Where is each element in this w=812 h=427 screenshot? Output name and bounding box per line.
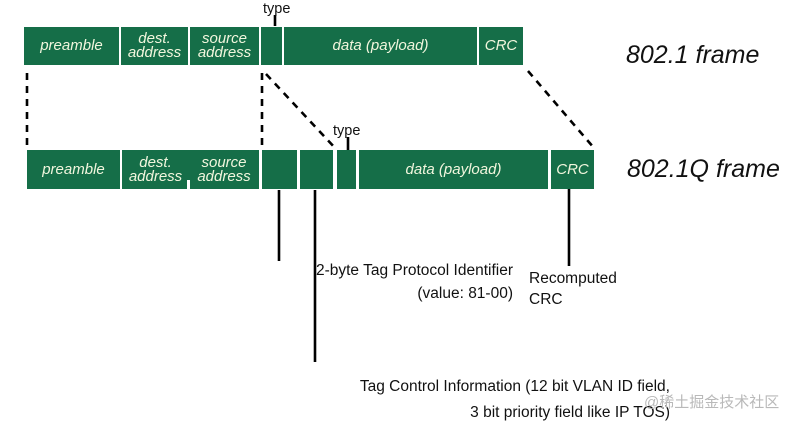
cell-preamble: preamble <box>27 150 120 189</box>
watermark: @稀土掘金技术社区 <box>644 394 780 411</box>
title-802-1-frame: 802.1 frame <box>626 41 760 69</box>
cell-preamble: preamble <box>24 27 119 65</box>
cell-data-payload: data (payload) <box>284 27 477 65</box>
dashed-insert-diagonal <box>265 73 337 150</box>
partial-divider-notch <box>187 180 190 189</box>
cell-crc: CRC <box>551 150 594 189</box>
cell-crc: CRC <box>479 27 523 65</box>
type-label-bottom: type <box>333 123 361 139</box>
cell-tpid-tag <box>262 150 297 189</box>
type-label-top: type <box>263 1 291 17</box>
title-802-1q-frame: 802.1Q frame <box>627 155 780 183</box>
cell-tci-tag <box>300 150 333 189</box>
cell-dest-address: dest. address <box>121 27 188 65</box>
cell-dest-address: dest. address <box>122 150 189 189</box>
dashed-crc-diagonal <box>527 70 595 149</box>
annotation-tpid: 2-byte Tag Protocol Identifier (value: 8… <box>315 262 513 302</box>
annotation-tci: Tag Control Information (12 bit VLAN ID … <box>359 378 670 421</box>
cell-type <box>337 150 356 189</box>
cell-source-address: source address <box>190 27 259 65</box>
cell-data-payload: data (payload) <box>359 150 548 189</box>
frame-802-1: preamble dest. address source address da… <box>24 27 523 65</box>
frame-802-1q: preamble dest. address source address da… <box>27 150 594 189</box>
cell-type <box>261 27 282 65</box>
annotation-recomputed-crc: Recomputed CRC <box>529 270 617 308</box>
cell-source-address: source address <box>189 150 259 189</box>
